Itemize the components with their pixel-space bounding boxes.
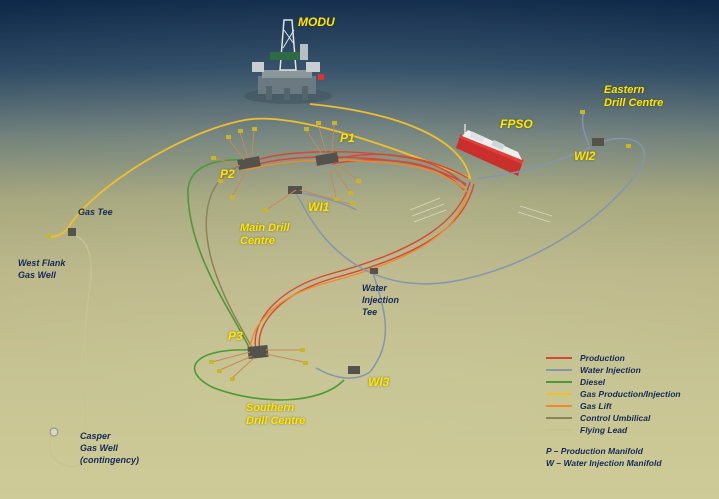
wi2-label: WI2 [574, 149, 596, 163]
main-drill-centre-label: Main Drill Centre [240, 222, 290, 247]
legend-item-control-umbilical: Control Umbilical [546, 412, 716, 424]
p1-label: P1 [340, 131, 355, 145]
legend-note-water-injection-manifold: W – Water Injection Manifold [546, 458, 662, 468]
eastern-drill-centre-label: Eastern Drill Centre [604, 84, 664, 109]
southern-drill-centre-label: Southern Drill Centre [246, 402, 306, 427]
legend-swatch [546, 417, 572, 419]
legend-swatch [546, 393, 572, 395]
legend-label: Control Umbilical [580, 413, 651, 423]
legend-label: Water Injection [580, 365, 641, 375]
legend-note-production-manifold: P – Production Manifold [546, 446, 643, 456]
casper-gas-well-label: Casper Gas Well (contingency) [80, 431, 140, 465]
p2-label: P2 [220, 167, 235, 181]
modu-rig [244, 19, 332, 104]
legend-swatch [546, 357, 572, 359]
legend-swatch [546, 429, 572, 431]
manifolds [68, 138, 604, 374]
p3-label: P3 [228, 329, 243, 343]
legend-item-water-injection: Water Injection [546, 364, 716, 376]
legend-item-diesel: Diesel [546, 376, 716, 388]
casper-wellhead [49, 427, 59, 437]
legend-swatch [546, 381, 572, 383]
water-injection-lines [294, 111, 646, 379]
legend-item-gas-production-injection: Gas Production/Injection [546, 388, 716, 400]
gas-tee-label: Gas Tee [78, 207, 113, 217]
legend: Production Water Injection Diesel Gas Pr… [546, 352, 716, 470]
legend-item-production: Production [546, 352, 716, 364]
wellheads [46, 110, 631, 381]
legend-item-flying-lead: Flying Lead [546, 424, 716, 436]
legend-label: Gas Production/Injection [580, 389, 681, 399]
wi1-label: WI1 [308, 200, 330, 214]
legend-item-gas-lift: Gas Lift [546, 400, 716, 412]
legend-swatch [546, 405, 572, 407]
modu-label: MODU [298, 15, 335, 29]
wi3-label: WI3 [368, 375, 390, 389]
water-injection-tee-label: Water Injection Tee [362, 283, 400, 317]
west-flank-gas-well-label: West Flank Gas Well [18, 258, 66, 280]
legend-swatch [546, 369, 572, 371]
fpso-vessel [456, 124, 524, 176]
legend-label: Gas Lift [580, 401, 612, 411]
legend-label: Diesel [580, 377, 606, 387]
well-jumpers [211, 123, 359, 379]
legend-label: Production [580, 353, 625, 363]
legend-label: Flying Lead [580, 425, 628, 435]
fpso-label: FPSO [500, 117, 533, 131]
